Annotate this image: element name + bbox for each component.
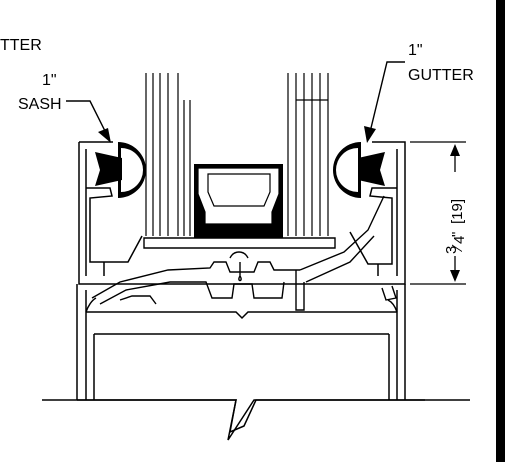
page-edge-bar: [496, 0, 505, 462]
dimension-callout: [410, 141, 466, 285]
glazing-spacer: [194, 164, 283, 238]
gutter-label-left-cropped: TTER: [0, 37, 42, 54]
gutter-size-label: 1": [408, 42, 423, 59]
glass-sill: [143, 237, 336, 249]
dimension-inch-mark: ": [449, 232, 466, 237]
sash-arrowhead: [98, 128, 111, 143]
glass-unit: [145, 73, 329, 236]
fraction-slash: ⁄: [449, 244, 466, 253]
sash-leader: [66, 100, 111, 143]
dimension-denominator: 4: [451, 236, 468, 244]
dimension-metric: [19]: [449, 199, 466, 224]
break-line: [42, 399, 470, 441]
interlock-detail: [91, 195, 397, 311]
gutter-arrowhead: [364, 126, 376, 143]
dimension-text: 3 ⁄ 4 " [19]: [443, 199, 468, 254]
dimension-arrow-top: [450, 144, 460, 156]
lower-frame: [76, 284, 425, 434]
sash-label: SASH: [18, 96, 62, 113]
gutter-leader: [364, 61, 405, 143]
gutter-label: GUTTER: [408, 67, 474, 84]
right-gutter-gasket: [333, 142, 385, 198]
sash-size-label: 1": [42, 72, 57, 89]
left-gutter-gasket: [95, 142, 146, 198]
dimension-numerator: 3: [443, 246, 460, 254]
dimension-arrow-bottom: [450, 270, 460, 282]
